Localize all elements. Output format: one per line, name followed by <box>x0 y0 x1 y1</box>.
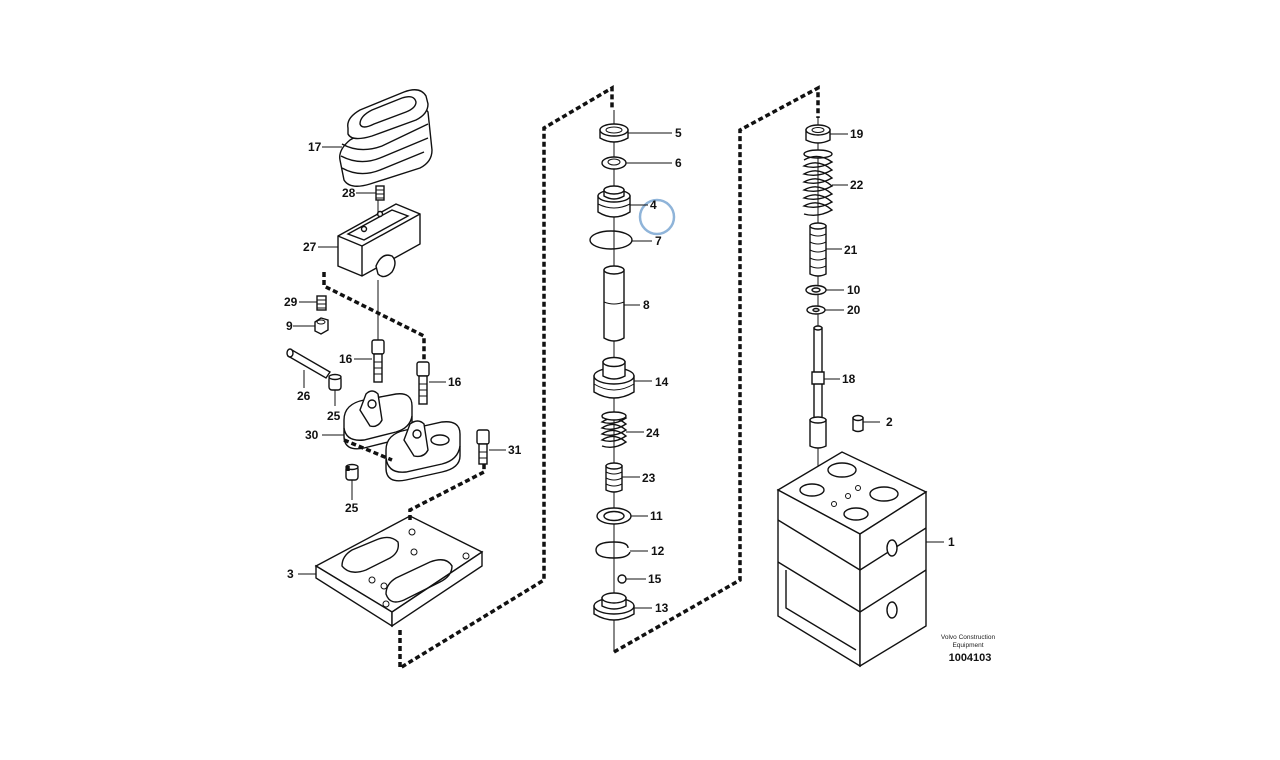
callout-4: 4 <box>650 198 657 212</box>
callout-18: 18 <box>842 372 856 386</box>
callout-labels: 17 28 27 29 9 16 16 26 25 30 31 25 3 5 6… <box>284 126 955 615</box>
part-25-bushing-upper <box>328 373 342 391</box>
dashed-axis-bridge <box>398 84 614 672</box>
callout-16-right: 16 <box>448 375 462 389</box>
part-4-plug <box>597 185 631 218</box>
part-20-seal <box>806 305 826 315</box>
callout-29: 29 <box>284 295 298 309</box>
callout-16-left: 16 <box>339 352 353 366</box>
right-assembly <box>776 118 928 668</box>
callout-1: 1 <box>948 535 955 549</box>
part-22-spring <box>802 149 834 217</box>
part-9-nut <box>314 317 329 335</box>
part-14-seat <box>593 356 635 399</box>
callout-13: 13 <box>655 601 669 615</box>
credit-block: Volvo Construction Equipment 1004103 <box>941 634 996 664</box>
part-19-cap <box>805 124 831 144</box>
callout-6: 6 <box>675 156 682 170</box>
dashed-axis-left-lower <box>408 464 486 520</box>
left-assembly <box>286 84 614 672</box>
callout-19: 19 <box>850 127 864 141</box>
callout-28: 28 <box>342 186 356 200</box>
dashed-axis-left-upper <box>322 272 426 360</box>
part-29-set-screw <box>316 295 327 311</box>
part-28-screw <box>375 185 385 201</box>
callout-21: 21 <box>844 243 858 257</box>
part-7-o-ring <box>589 230 633 250</box>
part-24-spring <box>600 411 628 449</box>
dashed-axis-left-middle <box>343 438 393 474</box>
callout-20: 20 <box>847 303 861 317</box>
callout-23: 23 <box>642 471 656 485</box>
credit-line-1: Volvo Construction <box>941 634 996 641</box>
part-16-bolt-right <box>416 361 430 405</box>
callout-15: 15 <box>648 572 662 586</box>
callout-3: 3 <box>287 567 294 581</box>
callout-12: 12 <box>651 544 665 558</box>
leader-lines <box>293 132 944 609</box>
part-1-valve-body <box>776 451 928 668</box>
dashed-axis-center-right <box>613 85 820 654</box>
callout-26: 26 <box>297 389 311 403</box>
part-17-boot <box>339 89 433 187</box>
callout-27: 27 <box>303 240 317 254</box>
callout-31: 31 <box>508 443 522 457</box>
callout-22: 22 <box>850 178 864 192</box>
part-13-nut <box>593 592 635 621</box>
callout-2: 2 <box>886 415 893 429</box>
part-3-base-plate <box>314 515 484 628</box>
part-15-ball <box>617 574 627 584</box>
callout-7: 7 <box>655 234 662 248</box>
part-5-cap <box>599 123 629 143</box>
part-12-snap-ring <box>595 541 631 559</box>
part-11-washer <box>596 507 632 525</box>
callout-24: 24 <box>646 426 660 440</box>
part-10-washer <box>805 284 827 296</box>
callout-17: 17 <box>308 140 322 154</box>
callout-5: 5 <box>675 126 682 140</box>
part-31-bolt <box>476 429 490 465</box>
callout-10: 10 <box>847 283 861 297</box>
document-number: 1004103 <box>949 652 992 664</box>
callout-9: 9 <box>286 319 293 333</box>
part-26-pin <box>286 348 331 379</box>
part-8-spool <box>603 265 625 342</box>
part-6-seal <box>601 156 627 170</box>
callout-25-lower: 25 <box>345 501 359 515</box>
part-16-bolt-left <box>371 339 385 383</box>
part-27-lever-block <box>337 203 421 278</box>
callout-8: 8 <box>643 298 650 312</box>
part-18-rod <box>809 325 827 449</box>
center-assembly <box>589 85 820 654</box>
part-21-inner-spring <box>809 222 827 277</box>
part-23-inner-spring <box>605 462 623 493</box>
callout-25-upper: 25 <box>327 409 341 423</box>
credit-line-2: Equipment <box>952 642 983 649</box>
callout-14: 14 <box>655 375 669 389</box>
part-2-plug <box>852 414 864 433</box>
callout-11: 11 <box>650 509 663 523</box>
part-30-bracket <box>343 390 461 482</box>
callout-30: 30 <box>305 428 319 442</box>
part-4-highlight-circle <box>638 198 676 236</box>
